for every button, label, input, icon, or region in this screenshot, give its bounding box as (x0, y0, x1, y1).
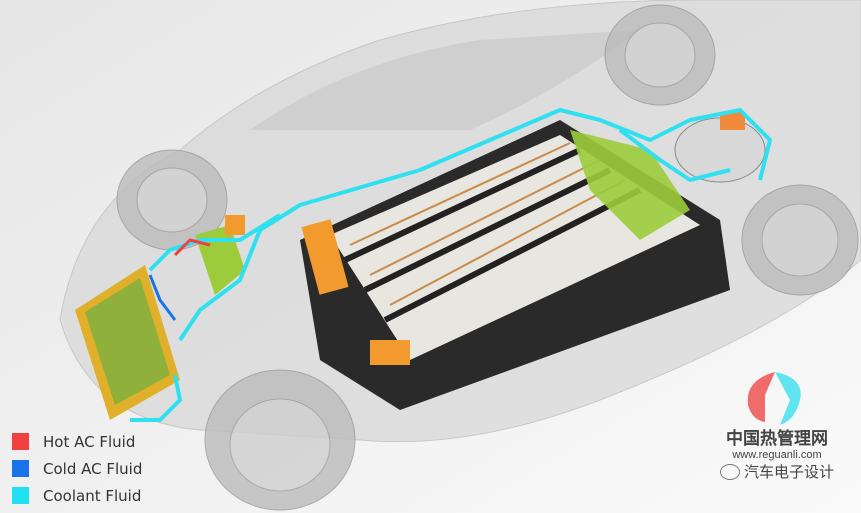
wheel-front-left (116, 149, 228, 251)
cold-ac-line (148, 274, 177, 321)
radiator (75, 265, 180, 420)
legend-item-coolant: Coolant Fluid (12, 482, 142, 509)
front-thermal-module (195, 225, 245, 295)
cold-ac-swatch (12, 460, 29, 477)
watermark-source-text: 汽车电子设计 (743, 463, 834, 481)
legend-item-hot-ac: Hot AC Fluid (12, 428, 142, 455)
watermark-source: 汽车电子设计 (712, 461, 842, 482)
wechat-icon (719, 463, 740, 480)
coolant-swatch (12, 487, 29, 504)
legend-label: Coolant Fluid (43, 486, 142, 505)
wheel-rear-left (604, 4, 716, 106)
wheel-front-right (204, 369, 356, 511)
hot-ac-line (173, 238, 211, 257)
battery-pack (300, 120, 730, 410)
legend-item-cold-ac: Cold AC Fluid (12, 455, 142, 482)
legend-label: Cold AC Fluid (43, 459, 143, 478)
legend: Hot AC Fluid Cold AC Fluid Coolant Fluid (12, 428, 142, 509)
wheel-rear-right (741, 184, 859, 296)
watermark-title: 中国热管理网 (726, 429, 828, 449)
hot-ac-swatch (12, 433, 29, 450)
watermark-logo (747, 372, 801, 425)
legend-label: Hot AC Fluid (43, 432, 136, 451)
watermark: 中国热管理网 www.reguanli.com 汽车电子设计 (712, 366, 842, 482)
coolant-lines (130, 108, 772, 422)
watermark-url: www.reguanli.com (732, 449, 822, 461)
